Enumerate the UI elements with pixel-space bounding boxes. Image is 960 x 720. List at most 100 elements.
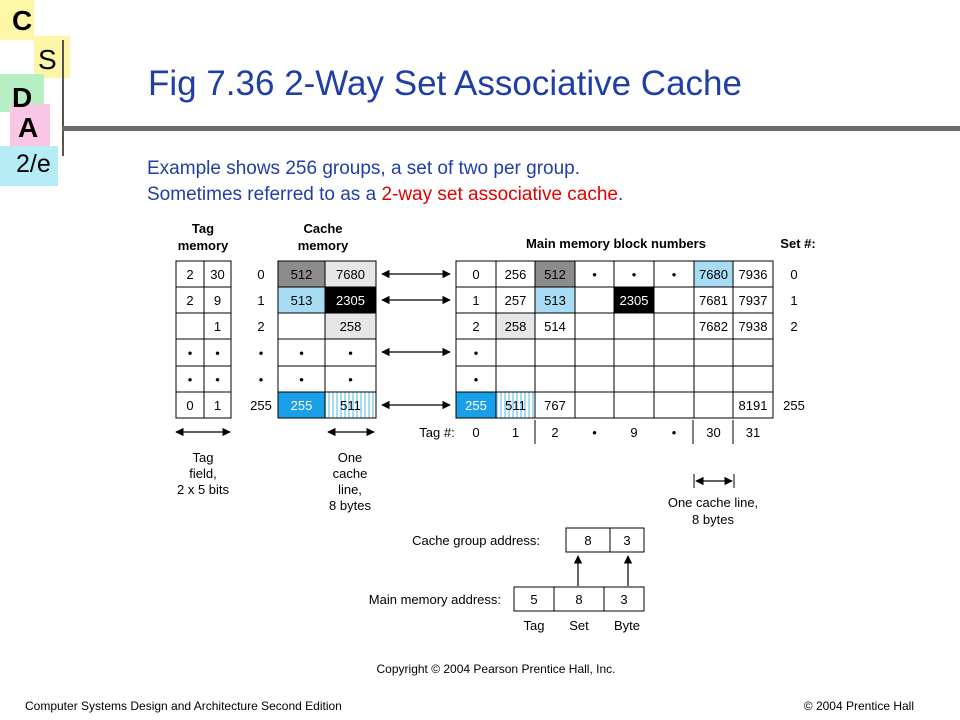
set-number-1: 1 — [790, 293, 797, 308]
tag-cell-1-1: 9 — [214, 293, 221, 308]
field-name-set: Set — [569, 618, 589, 633]
main-cell-3-5-box — [653, 338, 695, 367]
cache-row-label-3: • — [259, 346, 264, 361]
tag-number-label: Tag #: — [419, 425, 454, 440]
main-address-label: Main memory address: — [369, 592, 501, 607]
main-cell-4-0: • — [474, 372, 479, 387]
main-cell-2-7-box — [732, 312, 774, 340]
cache-cell-4-0: • — [299, 372, 304, 387]
main-cell-2-5-box — [653, 312, 695, 340]
tag-cell-3-0: • — [188, 346, 193, 361]
main-cell-5-5-box — [653, 391, 695, 419]
logo-vertical-rule — [62, 40, 64, 156]
cache-cell-1-0: 513 — [291, 293, 313, 308]
subtitle-line-2-prefix: Sometimes referred to as a — [147, 184, 382, 205]
main-cell-0-6: 7680 — [699, 267, 728, 282]
main-cell-5-3-box — [574, 391, 615, 419]
main-cell-5-1-box — [495, 391, 536, 419]
main-cell-0-5-box — [653, 260, 695, 288]
logo-block-yellow — [0, 0, 34, 40]
logo-block-pink — [10, 104, 50, 146]
set-number-0: 0 — [790, 267, 797, 282]
cache-cell-5-0-box — [277, 391, 326, 419]
main-cell-1-2-box — [534, 286, 576, 314]
tag-field-note-2: field, — [189, 466, 216, 481]
logo-letter-s: S — [38, 44, 57, 75]
tag-number-2: 2 — [551, 425, 558, 440]
logo-block-yellow-2 — [34, 36, 70, 78]
main-cell-5-0: 255 — [465, 398, 487, 413]
main-cell-1-1-box — [495, 286, 536, 314]
cache-row-label-0: 0 — [257, 267, 264, 282]
main-cell-5-2-box — [534, 391, 576, 419]
cache-cell-4-1-box — [324, 365, 377, 393]
tag-memory-label-2: memory — [178, 238, 229, 253]
main-cell-4-1-box — [495, 365, 536, 393]
subtitle-line-2: Sometimes referred to as a 2-way set ass… — [147, 184, 623, 206]
cache-line-note-2: cache — [333, 466, 368, 481]
cache-cell-3-0-box — [277, 338, 326, 367]
tag-memory-label-1: Tag — [192, 221, 214, 236]
tag-cell-1-0: 2 — [186, 293, 193, 308]
main-cell-4-7-box — [732, 365, 774, 393]
cache-line-note-3: line, — [338, 482, 362, 497]
main-cell-2-1: 258 — [505, 319, 527, 334]
cache-cell-4-1: • — [348, 372, 353, 387]
tag-cell-0-1: 30 — [210, 267, 224, 282]
group-set-field — [565, 527, 611, 553]
field-name-tag: Tag — [524, 618, 545, 633]
main-cell-0-1: 256 — [505, 267, 527, 282]
main-cell-5-7: 8191 — [739, 398, 768, 413]
main-cell-1-0: 1 — [472, 293, 479, 308]
main-cell-1-2: 513 — [544, 293, 566, 308]
cache-cell-0-1: 7680 — [336, 267, 365, 282]
main-cell-3-1-box — [495, 338, 536, 367]
main-cell-5-4-box — [613, 391, 655, 419]
main-cell-5-2: 767 — [544, 398, 566, 413]
main-tag-value: 5 — [530, 592, 537, 607]
main-cell-1-5-box — [653, 286, 695, 314]
main-cell-5-7-box — [732, 391, 774, 419]
main-cell-4-6-box — [693, 365, 734, 393]
cache-cell-3-1-box — [324, 338, 377, 367]
main-cell-2-6: 7682 — [699, 319, 728, 334]
logo-letter-c: C — [12, 5, 33, 36]
set-number-2: 2 — [790, 319, 797, 334]
main-cell-3-6-box — [693, 338, 734, 367]
main-cell-1-4: 2305 — [620, 293, 649, 308]
footer-right: © 2004 Prentice Hall — [803, 699, 914, 713]
main-cell-0-7-box — [732, 260, 774, 288]
main-cell-3-7-box — [732, 338, 774, 367]
tag-cell-2-1-box — [203, 312, 232, 340]
tag-number-4: 9 — [630, 425, 637, 440]
main-cell-2-3-box — [574, 312, 615, 340]
tag-number-0: 0 — [472, 425, 479, 440]
main-byte-value: 3 — [620, 592, 627, 607]
tag-cell-5-0: 0 — [186, 398, 193, 413]
tag-cell-2-0-box — [175, 312, 205, 340]
cache-cell-5-1-box — [324, 391, 377, 419]
main-cell-3-0: • — [474, 346, 479, 361]
copyright-line: Copyright © 2004 Pearson Prentice Hall, … — [377, 662, 616, 676]
main-cell-4-5-box — [653, 365, 695, 393]
main-cell-4-4-box — [613, 365, 655, 393]
main-cell-3-4-box — [613, 338, 655, 367]
cache-cell-4-0-box — [277, 365, 326, 393]
tag-cell-5-0-box — [175, 391, 205, 419]
main-cell-0-7: 7936 — [739, 267, 768, 282]
set-number-5: 255 — [783, 398, 805, 413]
tag-cell-3-1: • — [215, 346, 220, 361]
cache-line-note-1: One — [338, 450, 363, 465]
tag-cell-1-1-box — [203, 286, 232, 314]
cache-cell-5-1: 511 — [340, 398, 361, 413]
subtitle-line-1: Example shows 256 groups, a set of two p… — [147, 158, 581, 179]
logo-block-cyan — [0, 146, 58, 186]
cache-cell-3-0: • — [299, 346, 304, 361]
main-byte-field — [603, 586, 645, 612]
main-cell-5-1: 511 — [505, 398, 526, 413]
group-byte-field — [609, 527, 645, 553]
tag-cell-5-1: 1 — [214, 398, 221, 413]
logo-edition: 2/e — [16, 150, 51, 178]
footer-left: Computer Systems Design and Architecture… — [25, 699, 342, 713]
subtitle-highlight: 2-way set associative cache — [381, 184, 618, 205]
